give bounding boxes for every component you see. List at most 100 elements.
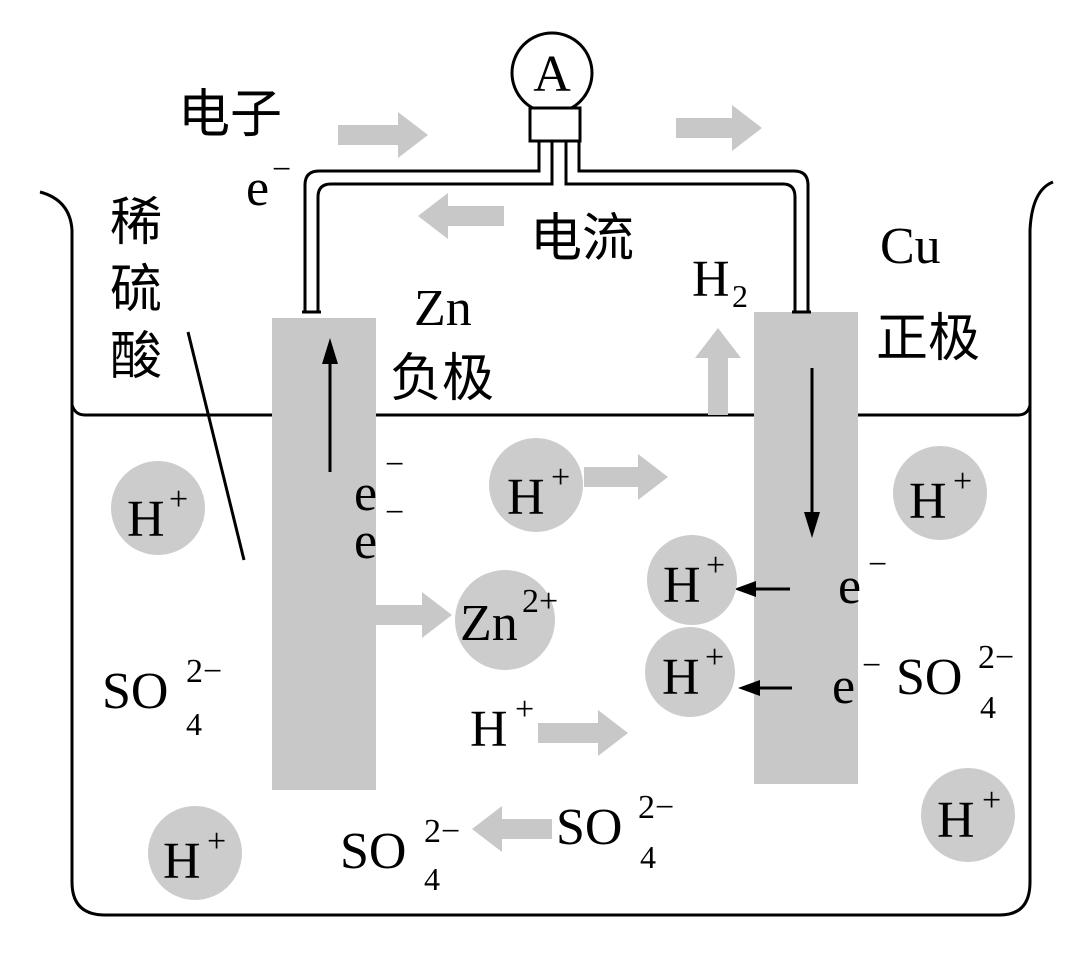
sulfate-migration-arrow xyxy=(472,806,552,852)
svg-text:e: e xyxy=(354,513,377,570)
svg-text:SO: SO xyxy=(896,649,962,706)
acid-label: 稀 硫 酸 xyxy=(110,193,162,387)
svg-text:2−: 2− xyxy=(424,813,460,850)
svg-text:H: H xyxy=(127,491,165,548)
svg-text:−: − xyxy=(272,151,291,188)
svg-text:H: H xyxy=(909,473,947,530)
svg-text:+: + xyxy=(551,459,570,496)
h-ion-circle xyxy=(111,461,205,555)
svg-text:+: + xyxy=(982,782,1001,819)
electron-symbol-top: e − xyxy=(246,151,291,217)
acid-pointer-line xyxy=(186,331,246,561)
svg-text:H: H xyxy=(937,792,975,849)
svg-text:−: − xyxy=(862,647,881,684)
electron-to-h-arrowhead-1 xyxy=(734,581,756,597)
positive-pole-label: 正极 xyxy=(876,309,980,369)
zn-electrode xyxy=(272,318,376,790)
svg-text:2: 2 xyxy=(732,278,748,314)
zn-ion-circle xyxy=(455,570,555,670)
svg-text:H: H xyxy=(663,557,701,614)
svg-text:H: H xyxy=(507,469,545,526)
sulfate-ion-label: SO 2− 4 xyxy=(102,653,222,742)
zn-ion-release-arrow xyxy=(364,592,452,638)
svg-text:4: 4 xyxy=(640,839,656,875)
h-ion-label: H + xyxy=(662,639,724,706)
svg-text:e: e xyxy=(354,465,377,522)
ammeter-label: A xyxy=(533,46,571,103)
beaker-outline xyxy=(39,180,1054,917)
svg-text:2+: 2+ xyxy=(522,583,558,620)
liquid-surface xyxy=(70,404,1032,417)
svg-text:e: e xyxy=(246,160,269,217)
h-ion-circle xyxy=(647,535,737,625)
current-label: 电流 xyxy=(530,209,634,269)
h2-rising-arrow xyxy=(695,328,741,415)
svg-text:SO: SO xyxy=(340,823,406,880)
h-ion-circle xyxy=(645,627,735,717)
current-flow-arrow xyxy=(418,193,504,239)
electron-to-h-arrowhead-2 xyxy=(738,680,760,696)
svg-text:2−: 2− xyxy=(638,789,674,826)
svg-text:Zn: Zn xyxy=(460,595,518,652)
flow-arrows xyxy=(338,105,762,852)
svg-text:H: H xyxy=(692,251,730,308)
zn-label: Zn xyxy=(414,280,472,337)
zn-electron-labels: e − e − xyxy=(354,446,404,570)
svg-text:+: + xyxy=(705,639,724,676)
h-ion-label: H + xyxy=(127,481,188,548)
h-ion-circle xyxy=(148,806,242,900)
svg-text:2−: 2− xyxy=(978,639,1014,676)
svg-text:+: + xyxy=(706,547,725,584)
svg-text:−: − xyxy=(868,546,887,583)
svg-text:+: + xyxy=(953,463,972,500)
cu-electron-down-arrowhead xyxy=(804,512,820,538)
ammeter-base xyxy=(528,106,582,143)
svg-text:4: 4 xyxy=(424,861,440,897)
svg-text:H: H xyxy=(163,833,201,890)
svg-text:e: e xyxy=(832,658,855,715)
svg-text:4: 4 xyxy=(980,689,996,725)
h-ion-migration-arrow xyxy=(538,710,628,756)
h-ion-circle xyxy=(489,438,583,532)
svg-text:+: + xyxy=(207,823,226,860)
h-ion-migration-arrow xyxy=(584,454,668,500)
svg-text:硫: 硫 xyxy=(110,260,162,320)
h-ion-label: H + xyxy=(470,691,534,758)
svg-text:+: + xyxy=(169,481,188,518)
svg-text:稀: 稀 xyxy=(110,193,162,253)
zn-electron-up-arrowhead xyxy=(322,338,338,364)
electron-flow-arrow xyxy=(338,112,428,158)
svg-text:−: − xyxy=(385,446,404,483)
h-ion-circle xyxy=(921,768,1015,862)
external-wire xyxy=(302,140,811,314)
sulfate-ion-label: SO 2− 4 xyxy=(556,789,674,875)
electron-word-label: 电子 xyxy=(178,85,282,145)
svg-text:4: 4 xyxy=(186,706,202,742)
svg-text:SO: SO xyxy=(102,663,168,720)
cu-electron-label: e − xyxy=(838,546,887,615)
svg-text:e: e xyxy=(838,558,861,615)
svg-text:H: H xyxy=(662,649,700,706)
ion-circles xyxy=(111,438,1015,900)
h-ion-label: H + xyxy=(163,823,226,890)
svg-text:酸: 酸 xyxy=(110,327,162,387)
cu-label: Cu xyxy=(880,218,941,275)
sulfate-ion-label: SO 2− 4 xyxy=(896,639,1014,725)
electron-flow-arrow xyxy=(676,105,762,151)
h-ion-label: H + xyxy=(909,463,972,530)
svg-text:+: + xyxy=(515,691,534,728)
negative-pole-label: 负极 xyxy=(390,349,494,409)
svg-text:H: H xyxy=(470,701,508,758)
h-ion-circle xyxy=(893,446,987,540)
electron-arrows xyxy=(322,338,820,696)
h2-label: H 2 xyxy=(692,251,748,314)
svg-text:2−: 2− xyxy=(186,653,222,690)
svg-text:SO: SO xyxy=(556,799,622,856)
cu-electrode xyxy=(754,312,858,784)
cu-electron-label: e − xyxy=(832,647,881,715)
h-ion-label: H + xyxy=(937,782,1001,849)
h-ion-label: H + xyxy=(507,459,570,526)
sulfate-ion-label: SO 2− 4 xyxy=(340,813,460,897)
